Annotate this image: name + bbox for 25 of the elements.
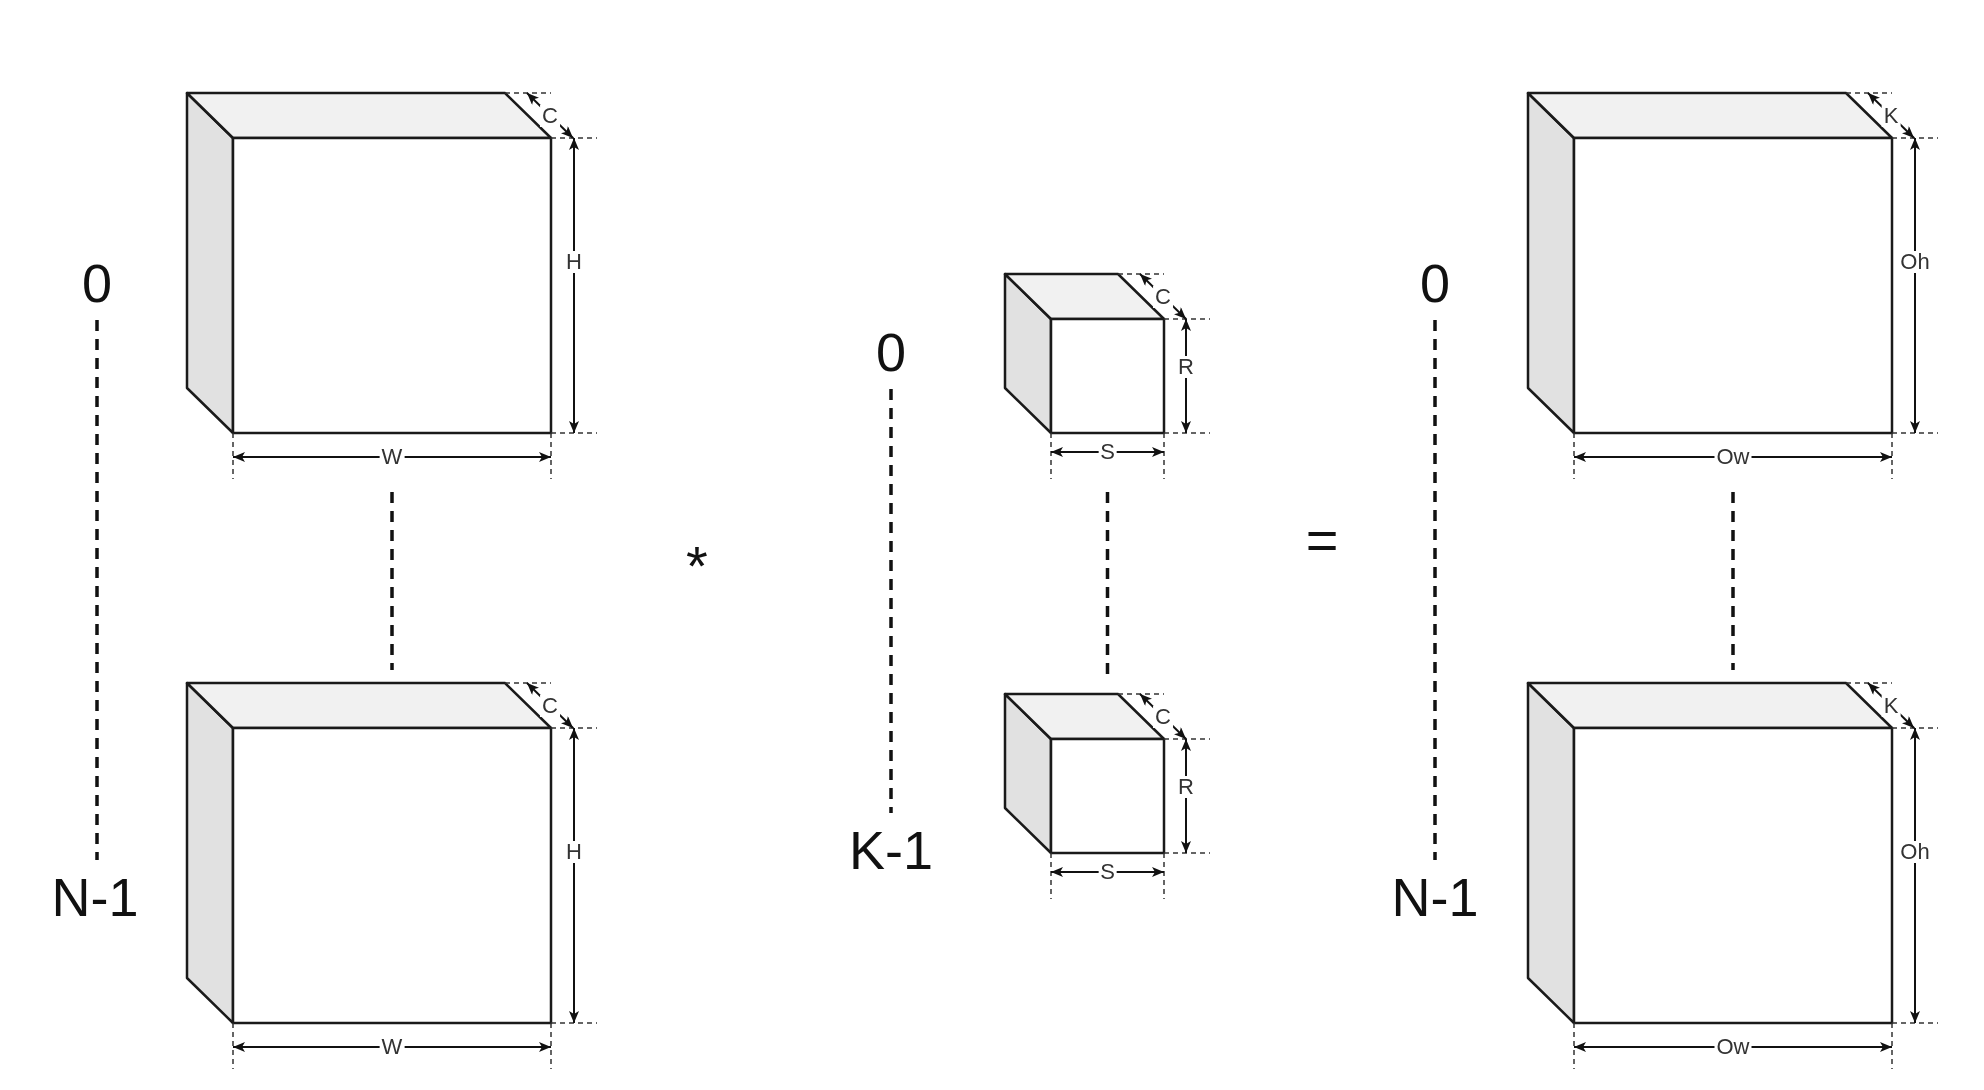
index-label: N-1 [51,870,139,924]
operator-symbol: = [1305,512,1339,568]
dimension-label: C [540,104,560,127]
dimension-label: Oh [1898,250,1932,273]
dimension-label: Oh [1898,840,1932,863]
dashed-line [95,320,99,860]
dashed-line [1433,320,1437,860]
index-label: K-1 [849,823,933,877]
dimension-label: C [1153,705,1173,728]
dashed-line [889,389,893,813]
index-label: 0 [82,256,112,310]
index-label: N-1 [1391,870,1479,924]
dimension-label: R [1176,355,1196,378]
dimension-label: R [1176,775,1196,798]
dashed-line [390,492,394,670]
dashed-line [1731,492,1735,670]
operator-symbol: * [686,538,708,594]
dimension-label: K [1881,104,1901,127]
dimension-label: C [1153,285,1173,308]
index-label: 0 [876,325,906,379]
index-label: 0 [1420,256,1450,310]
dimension-label: H [564,250,584,273]
dimension-label: K [1881,694,1901,717]
dimension-label: C [540,694,560,717]
dimension-label: H [564,840,584,863]
